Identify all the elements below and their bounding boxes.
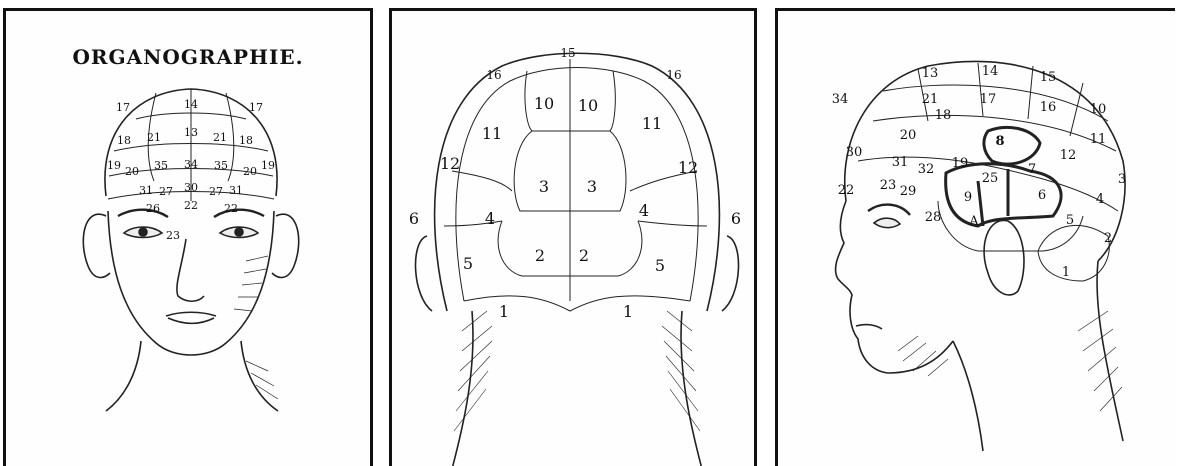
region-number: 35 — [214, 159, 228, 172]
region-number: 21 — [147, 131, 161, 144]
skull-outline — [435, 53, 720, 311]
region-number: 5 — [1066, 213, 1074, 228]
neck-outline — [106, 341, 278, 411]
region-number: 14 — [982, 64, 999, 79]
region-number: 18 — [935, 108, 952, 123]
region-number: 2 — [579, 246, 589, 265]
region-number: 31 — [229, 184, 243, 197]
profile-head-illustration: 13 14 15 34 21 17 16 10 18 8 11 30 20 19… — [778, 11, 1175, 466]
rear-region-numbers: 15 16 16 10 10 11 11 12 12 3 3 4 4 6 6 2… — [409, 46, 741, 321]
region-number: 29 — [900, 184, 917, 199]
rear-head-illustration: 15 16 16 10 10 11 11 12 12 3 3 4 4 6 6 2… — [392, 11, 757, 466]
region-number: 19 — [261, 159, 275, 172]
region-number: 27 — [159, 185, 173, 198]
region-number: 30 — [184, 181, 198, 194]
ear — [984, 220, 1024, 295]
region-number: 16 — [666, 68, 681, 82]
region-number: 31 — [892, 155, 909, 170]
region-number: 17 — [249, 101, 263, 114]
region-number: 13 — [184, 126, 198, 139]
organ-4-5 — [1038, 225, 1109, 281]
region-number: 4 — [1096, 192, 1104, 207]
region-number: 4 — [639, 201, 649, 220]
region-number: 17 — [116, 101, 130, 114]
region-number: 34 — [832, 92, 849, 107]
region-number: 22 — [838, 183, 855, 198]
region-number: 22 — [224, 202, 238, 215]
region-number: 5 — [655, 256, 665, 275]
frontal-head-panel: ORGANOGRAPHIE. — [3, 8, 373, 466]
nose — [177, 239, 204, 301]
region-number: 20 — [243, 165, 257, 178]
region-number: 16 — [486, 68, 501, 82]
region-number: 9 — [964, 190, 972, 205]
region-number: 19 — [952, 156, 969, 171]
region-number: 10 — [578, 96, 598, 115]
left-ear — [83, 214, 110, 277]
region-number: 5 — [463, 254, 473, 273]
region-number: 13 — [922, 66, 939, 81]
right-ear — [272, 214, 299, 277]
region-number: 2 — [535, 246, 545, 265]
region-number: 15 — [1040, 70, 1057, 85]
region-number: 10 — [1090, 102, 1107, 117]
region-number: 11 — [482, 124, 502, 143]
region-number: 23 — [880, 178, 897, 193]
neck-outline — [452, 311, 702, 466]
region-number: 10 — [534, 94, 554, 113]
neck-outline — [888, 261, 1123, 451]
region-number: 17 — [980, 92, 997, 107]
region-number: 3 — [587, 177, 597, 196]
region-number: 23 — [166, 229, 180, 242]
region-number: 25 — [982, 171, 999, 186]
eye — [874, 218, 900, 227]
region-number: 14 — [184, 98, 198, 111]
region-number: 11 — [642, 114, 662, 133]
organ-8 — [984, 127, 1040, 164]
region-number: 1 — [1062, 265, 1070, 280]
region-number: 6 — [1038, 188, 1046, 203]
region-number: 20 — [125, 165, 139, 178]
region-number: 28 — [925, 210, 942, 225]
region-number: 35 — [154, 159, 168, 172]
rear-head-panel: 15 16 16 10 10 11 11 12 12 3 3 4 4 6 6 2… — [389, 8, 757, 466]
region-number: 34 — [184, 158, 198, 171]
region-number: 3 — [1118, 172, 1126, 187]
region-number: 21 — [213, 131, 227, 144]
region-number: 12 — [1060, 148, 1077, 163]
region-number: 8 — [995, 134, 1004, 149]
region-number: 3 — [539, 177, 549, 196]
region-number: 2 — [1104, 231, 1112, 246]
region-number: 12 — [678, 158, 698, 177]
region-number: 11 — [1090, 132, 1107, 147]
frontal-head-illustration: 17 14 17 13 18 21 21 18 19 20 35 34 35 2… — [6, 11, 373, 466]
right-ear — [722, 236, 738, 311]
region-number: 27 — [209, 185, 223, 198]
region-number: 22 — [184, 199, 198, 212]
region-number: 21 — [922, 92, 939, 107]
region-number: 20 — [900, 128, 917, 143]
region-number: 18 — [117, 134, 131, 147]
region-number: 16 — [1040, 100, 1057, 115]
region-number: 7 — [1028, 162, 1036, 177]
region-number: 6 — [731, 209, 741, 228]
region-number: 30 — [846, 145, 863, 160]
region-number: 1 — [623, 302, 633, 321]
mouth — [166, 312, 216, 323]
profile-head-panel: 13 14 15 34 21 17 16 10 18 8 11 30 20 19… — [775, 8, 1175, 466]
region-number: 1 — [499, 302, 509, 321]
region-number: A — [968, 214, 979, 229]
left-ear — [416, 236, 432, 311]
region-number: 15 — [560, 46, 575, 60]
region-number: 26 — [146, 202, 160, 215]
region-number: 12 — [440, 154, 460, 173]
region-number: 31 — [139, 184, 153, 197]
region-number: 32 — [918, 162, 935, 177]
region-number: 18 — [239, 134, 253, 147]
region-number: 4 — [485, 209, 495, 228]
region-number: 6 — [409, 209, 419, 228]
region-number: 19 — [107, 159, 121, 172]
